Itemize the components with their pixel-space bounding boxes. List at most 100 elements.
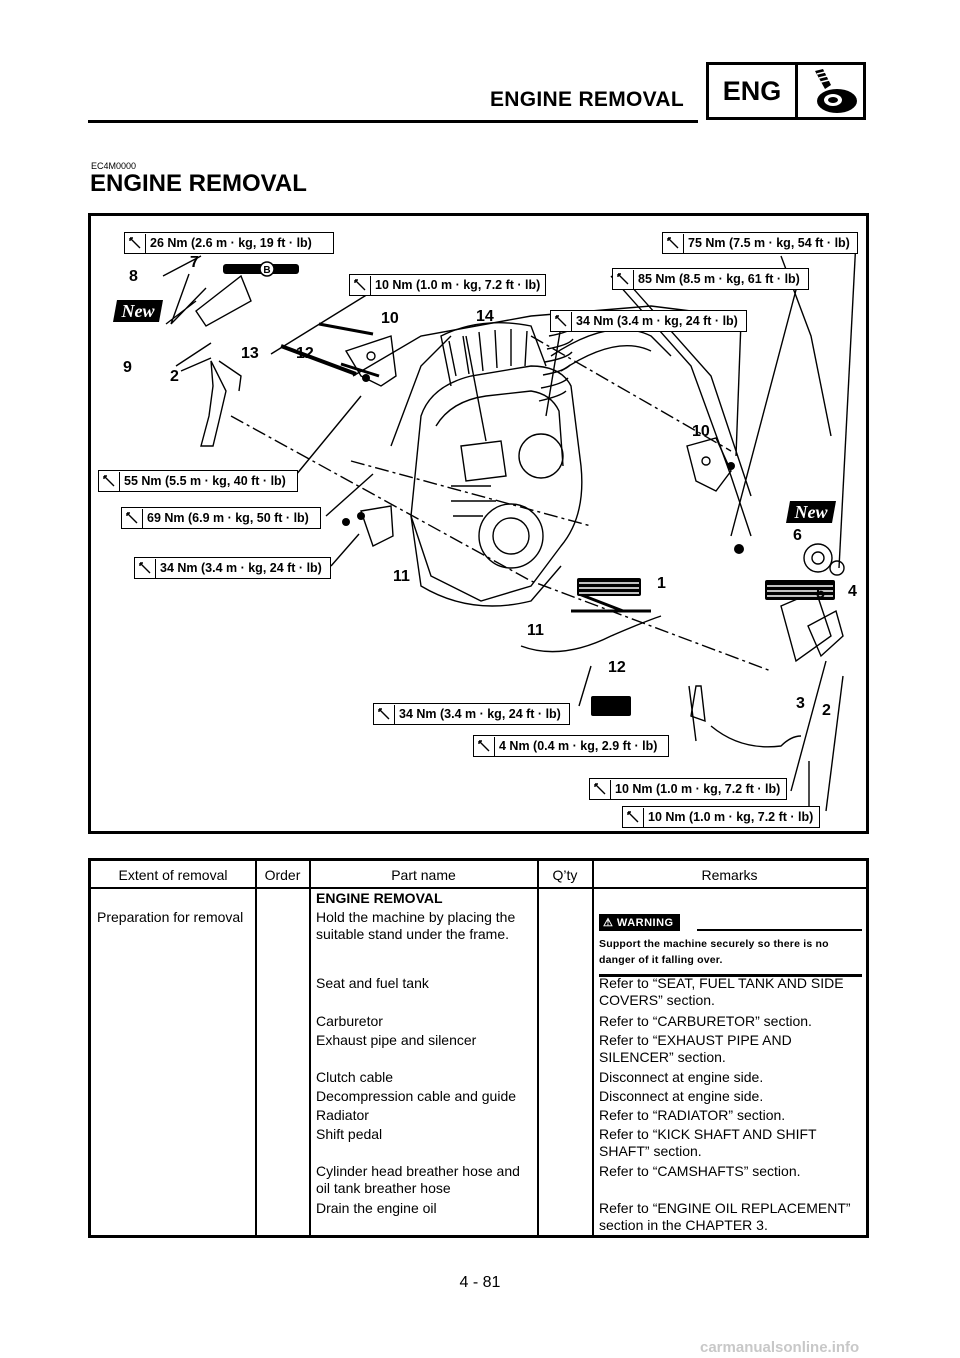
part-name-cell: Hold the machine by placing the suitable… bbox=[316, 909, 516, 942]
torque-spec: 69 Nm (6.9 m · kg, 50 ft · lb) bbox=[121, 507, 321, 529]
callout-number: 11 bbox=[527, 622, 544, 639]
remarks-cell: Refer to “RADIATOR” section. bbox=[599, 1107, 786, 1123]
torque-wrench-icon bbox=[613, 269, 634, 289]
part-name-cell: Carburetor bbox=[316, 1013, 383, 1029]
part-name-cell: Clutch cable bbox=[316, 1069, 394, 1085]
part-name-cell: Exhaust pipe and silencer bbox=[316, 1032, 477, 1048]
part-name-cell: Seat and fuel tank bbox=[316, 975, 429, 991]
torque-wrench-icon bbox=[623, 807, 644, 827]
callout-number: 12 bbox=[296, 345, 314, 362]
torque-value: 85 Nm (8.5 m · kg, 61 ft · lb) bbox=[638, 272, 800, 286]
torque-value: 10 Nm (1.0 m · kg, 7.2 ft · lb) bbox=[375, 278, 541, 292]
torque-spec: 34 Nm (3.4 m · kg, 24 ft · lb) bbox=[550, 310, 747, 332]
column-header-qty: Q’ty bbox=[552, 867, 578, 883]
torque-wrench-icon bbox=[474, 736, 495, 756]
callout-number: 14 bbox=[476, 308, 494, 325]
torque-spec: 75 Nm (7.5 m · kg, 54 ft · lb) bbox=[662, 232, 858, 254]
remarks-cell: Refer to “KICK SHAFT AND SHIFT SHAFT” se… bbox=[599, 1126, 817, 1159]
section-heading: ENGINE REMOVAL bbox=[316, 890, 443, 906]
torque-spec: 10 Nm (1.0 m · kg, 7.2 ft · lb) bbox=[589, 778, 787, 800]
torque-value: 75 Nm (7.5 m · kg, 54 ft · lb) bbox=[688, 236, 850, 250]
torque-wrench-icon bbox=[374, 704, 395, 724]
part-name-cell: Radiator bbox=[316, 1107, 369, 1123]
callout-number: 10 bbox=[692, 423, 710, 440]
torque-value: 34 Nm (3.4 m · kg, 24 ft · lb) bbox=[399, 707, 561, 721]
column-header-part-name: Part name bbox=[391, 867, 456, 883]
torque-wrench-icon bbox=[551, 311, 572, 331]
callout-number: 3 bbox=[796, 695, 805, 712]
torque-spec: 85 Nm (8.5 m · kg, 61 ft · lb) bbox=[612, 268, 809, 290]
remarks-cell: Refer to “SEAT, FUEL TANK AND SIDE COVER… bbox=[599, 975, 844, 1008]
warning-label: WARNING bbox=[616, 917, 674, 929]
column-header-remarks: Remarks bbox=[701, 867, 758, 883]
torque-wrench-icon bbox=[125, 233, 146, 253]
part-name-cell: Shift pedal bbox=[316, 1126, 383, 1142]
callout-number: 7 bbox=[190, 254, 199, 271]
remarks-cell: Disconnect at engine side. bbox=[599, 1069, 764, 1085]
torque-spec: 26 Nm (2.6 m · kg, 19 ft · lb) bbox=[124, 232, 334, 254]
section-title: ENGINE REMOVAL bbox=[90, 170, 307, 197]
header-rule bbox=[88, 120, 698, 123]
engine-icon bbox=[815, 69, 857, 113]
callout-number: 8 bbox=[129, 268, 138, 285]
torque-value: 26 Nm (2.6 m · kg, 19 ft · lb) bbox=[150, 236, 312, 250]
callout-number: 4 bbox=[848, 583, 857, 600]
torque-wrench-icon bbox=[135, 558, 156, 578]
torque-spec: 10 Nm (1.0 m · kg, 7.2 ft · lb) bbox=[349, 274, 546, 296]
remarks-cell: Refer to “CARBURETOR” section. bbox=[599, 1013, 812, 1029]
callout-number: 13 bbox=[241, 345, 259, 362]
torque-spec: 10 Nm (1.0 m · kg, 7.2 ft · lb) bbox=[622, 806, 820, 828]
part-name-cell: Drain the engine oil bbox=[316, 1200, 437, 1216]
callout-number: 5 bbox=[816, 585, 825, 602]
callout-number: 2 bbox=[170, 368, 179, 385]
torque-value: 4 Nm (0.4 m · kg, 2.9 ft · lb) bbox=[499, 739, 658, 753]
document-code: EC4M0000 bbox=[91, 161, 137, 171]
header-title: ENGINE REMOVAL bbox=[490, 88, 684, 111]
engine-illustration: B bbox=[162, 239, 857, 812]
extent-cell: Preparation for removal bbox=[97, 909, 244, 925]
callout-number: 11 bbox=[393, 568, 410, 585]
callout-number: 9 bbox=[123, 359, 132, 376]
engine-exploded-diagram: B 26 Nm (2.6 m · kg, 19 ft · lb) 10 Nm (… bbox=[88, 213, 869, 834]
torque-wrench-icon bbox=[663, 233, 684, 253]
column-header-extent: Extent of removal bbox=[118, 867, 228, 883]
callout-number: 12 bbox=[608, 659, 626, 676]
remarks-cell: Refer to “ENGINE OIL REPLACEMENT” sectio… bbox=[599, 1200, 851, 1233]
torque-value: 55 Nm (5.5 m · kg, 40 ft · lb) bbox=[124, 474, 286, 488]
warning-box: ⚠ WARNING Support the machine securely s… bbox=[599, 913, 862, 977]
remarks-cell: Refer to “EXHAUST PIPE AND SILENCER” sec… bbox=[599, 1032, 792, 1065]
remarks-cell: Refer to “CAMSHAFTS” section. bbox=[599, 1163, 801, 1179]
torque-value: 34 Nm (3.4 m · kg, 24 ft · lb) bbox=[576, 314, 738, 328]
new-part-tag: New bbox=[786, 501, 836, 523]
torque-spec: 34 Nm (3.4 m · kg, 24 ft · lb) bbox=[373, 703, 570, 725]
torque-value: 69 Nm (6.9 m · kg, 50 ft · lb) bbox=[147, 511, 309, 525]
new-part-tag: New bbox=[113, 300, 163, 322]
torque-value: 10 Nm (1.0 m · kg, 7.2 ft · lb) bbox=[615, 782, 781, 796]
torque-wrench-icon bbox=[350, 275, 371, 295]
torque-spec: 55 Nm (5.5 m · kg, 40 ft · lb) bbox=[98, 470, 298, 492]
column-header-order: Order bbox=[264, 867, 301, 883]
section-badge: ENG bbox=[706, 62, 866, 120]
page-number: 4 - 81 bbox=[459, 1274, 501, 1291]
callout-number: 6 bbox=[793, 527, 802, 544]
warning-badge: ⚠ WARNING bbox=[599, 914, 680, 931]
torque-wrench-icon bbox=[590, 779, 611, 799]
torque-value: 34 Nm (3.4 m · kg, 24 ft · lb) bbox=[160, 561, 322, 575]
warning-text: Support the machine securely so there is… bbox=[599, 938, 829, 966]
torque-value: 10 Nm (1.0 m · kg, 7.2 ft · lb) bbox=[648, 810, 814, 824]
torque-spec: 34 Nm (3.4 m · kg, 24 ft · lb) bbox=[134, 557, 331, 579]
remarks-cell: Disconnect at engine side. bbox=[599, 1088, 764, 1104]
torque-wrench-icon bbox=[99, 471, 120, 491]
callout-number: 2 bbox=[822, 702, 831, 719]
removal-table: Extent of removal Order Part name Q’ty R… bbox=[88, 858, 869, 1238]
b-mark: B bbox=[263, 265, 270, 276]
warning-icon: ⚠ bbox=[603, 917, 617, 929]
callout-number: 1 bbox=[657, 575, 666, 592]
watermark: carmanualsonline.info bbox=[700, 1339, 860, 1356]
section-badge-label: ENG bbox=[722, 76, 782, 106]
callout-number: 10 bbox=[381, 310, 399, 327]
part-name-cell: Decompression cable and guide bbox=[316, 1088, 517, 1104]
torque-spec: 4 Nm (0.4 m · kg, 2.9 ft · lb) bbox=[473, 735, 669, 757]
torque-wrench-icon bbox=[122, 508, 143, 528]
part-name-cell: Cylinder head breather hose and oil tank… bbox=[316, 1163, 520, 1196]
